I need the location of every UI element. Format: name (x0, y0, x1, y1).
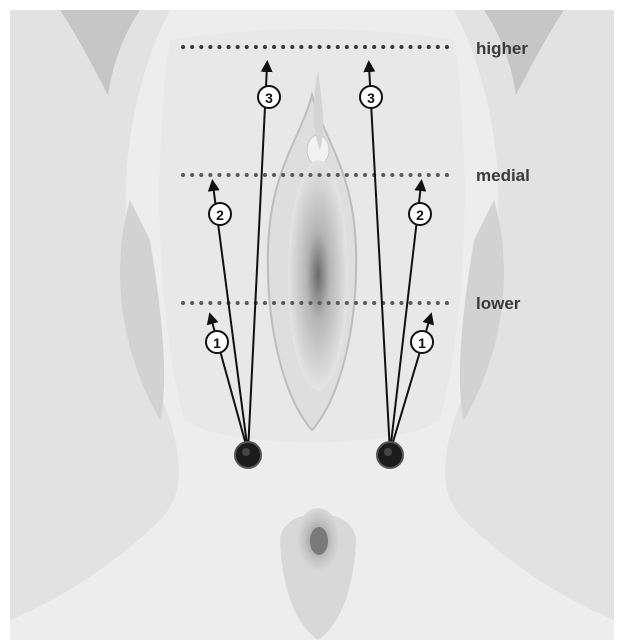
higher-label: higher (476, 39, 528, 58)
right-entry-highlight (384, 448, 392, 456)
left-path-3-number: 3 (265, 90, 273, 106)
left-path-1-number: 1 (213, 335, 221, 351)
left-path-2-number: 2 (216, 207, 224, 223)
path-number-badge: 3 (360, 86, 382, 108)
medial-label: medial (476, 166, 530, 185)
path-number-badge: 1 (206, 331, 228, 353)
lower-label: lower (476, 294, 521, 313)
right-path-2-number: 2 (416, 207, 424, 223)
right-path-1-number: 1 (418, 335, 426, 351)
left-entry-highlight (242, 448, 250, 456)
right-path-3-number: 3 (367, 90, 375, 106)
path-number-badge: 2 (409, 203, 431, 225)
path-number-badge: 2 (209, 203, 231, 225)
anus (310, 527, 328, 555)
vaginal-introitus (288, 160, 348, 390)
path-number-badge: 1 (411, 331, 433, 353)
path-number-badge: 3 (258, 86, 280, 108)
